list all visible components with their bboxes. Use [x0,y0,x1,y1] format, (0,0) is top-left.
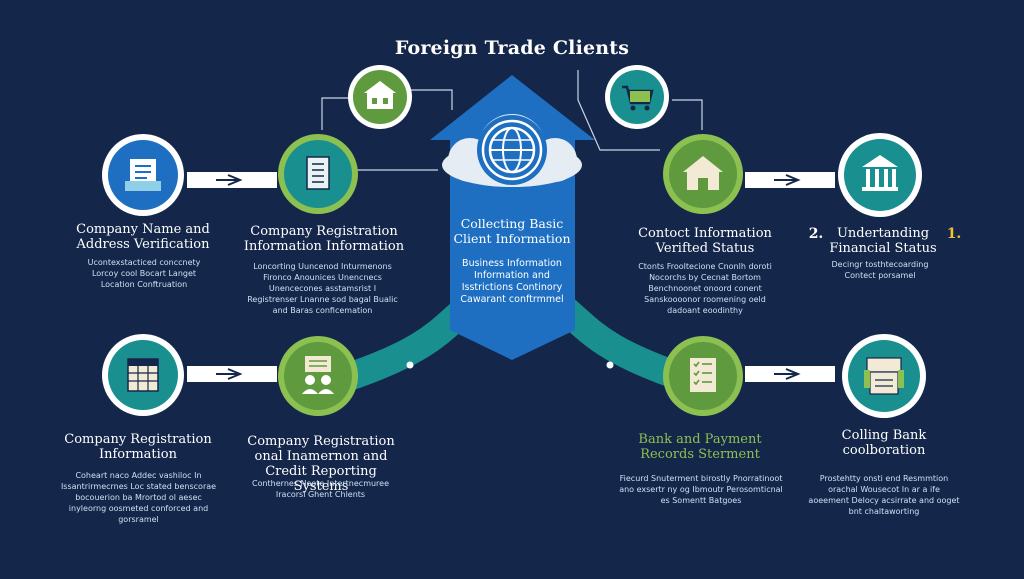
node-br-inner [663,336,743,416]
link-line [672,99,703,130]
center-heading: Collecting Basic Client Information [453,216,571,246]
ribbon-dot [406,361,414,369]
ribbon-dot [606,361,614,369]
building-icon [364,81,396,109]
node-top-right [605,65,669,129]
tr-inner-body: Ctonts Frooltecione Cnonlh doroti Nocorc… [638,262,772,315]
diagram-title: Foreign Trade Clients [394,37,630,59]
node-tr-outer [838,133,922,217]
node-center [477,115,547,185]
warehouse-icon [683,156,723,190]
registry-file-icon [306,156,330,190]
bl-inner-body: Conthernes Noote Intertnecmuree Iracorsl… [251,479,390,499]
bank-icon [862,155,898,191]
tr-outer-number-left: 2. [808,226,824,242]
tr-outer-body: Decingr tosthtecoarding Contect porsamel [831,260,929,280]
people-icon [302,356,334,394]
node-tr-inner [663,134,743,214]
bl-outer-heading: Company Registration Information [64,432,212,462]
connector-arrow-tr [745,172,835,188]
link-line [321,97,352,130]
node-bl-outer [102,334,184,416]
connector-arrow-br [745,366,835,382]
tl-outer-heading: Company Name and Address Verification [76,222,210,252]
node-tl-outer [102,134,184,216]
tr-outer-number-right: 1. [946,226,962,242]
br-inner-heading: Bank and Payment Records Sterment [638,432,762,462]
shopping-cart-icon [622,85,654,111]
node-br-outer [842,334,926,418]
node-top-left [348,65,412,129]
tl-outer-body: Ucontexstacticed conccnety Lorcoy cool B… [87,258,201,289]
bl-outer-body: Coheart naco Addec vashiloc In Issantrir… [60,471,217,524]
spreadsheet-icon [127,358,159,392]
br-outer-body: Prostehtty onsti end Resmmtion orachal W… [808,474,960,516]
bl-inner-heading: Company Registration onal Inamernon and … [247,434,395,494]
node-tl-inner [278,134,358,214]
tr-outer-heading: Undertanding Financial Status [829,226,937,256]
br-inner-body: Fiecurd Snuterment birostly Pnorratinoot… [619,474,783,505]
node-bl-inner [278,336,358,416]
link-line [577,70,660,151]
link-line [405,89,453,110]
connector-arrow-tl [187,172,277,188]
document-icon [125,159,161,191]
connector-arrow-bl [187,366,277,382]
tl-inner-body: Loncorting Uuncenod Inturmenons Fironco … [247,262,398,315]
br-outer-heading: Colling Bank coolboration [841,428,927,458]
bank-register-icon [864,357,904,395]
tl-inner-heading: Company Registration Information Informa… [243,224,405,254]
tr-inner-heading: Contoct Information Verifted Status [638,226,772,256]
checklist-icon [690,358,716,392]
center-body: Business Information Information and Iss… [460,258,564,305]
globe-icon [488,126,536,174]
